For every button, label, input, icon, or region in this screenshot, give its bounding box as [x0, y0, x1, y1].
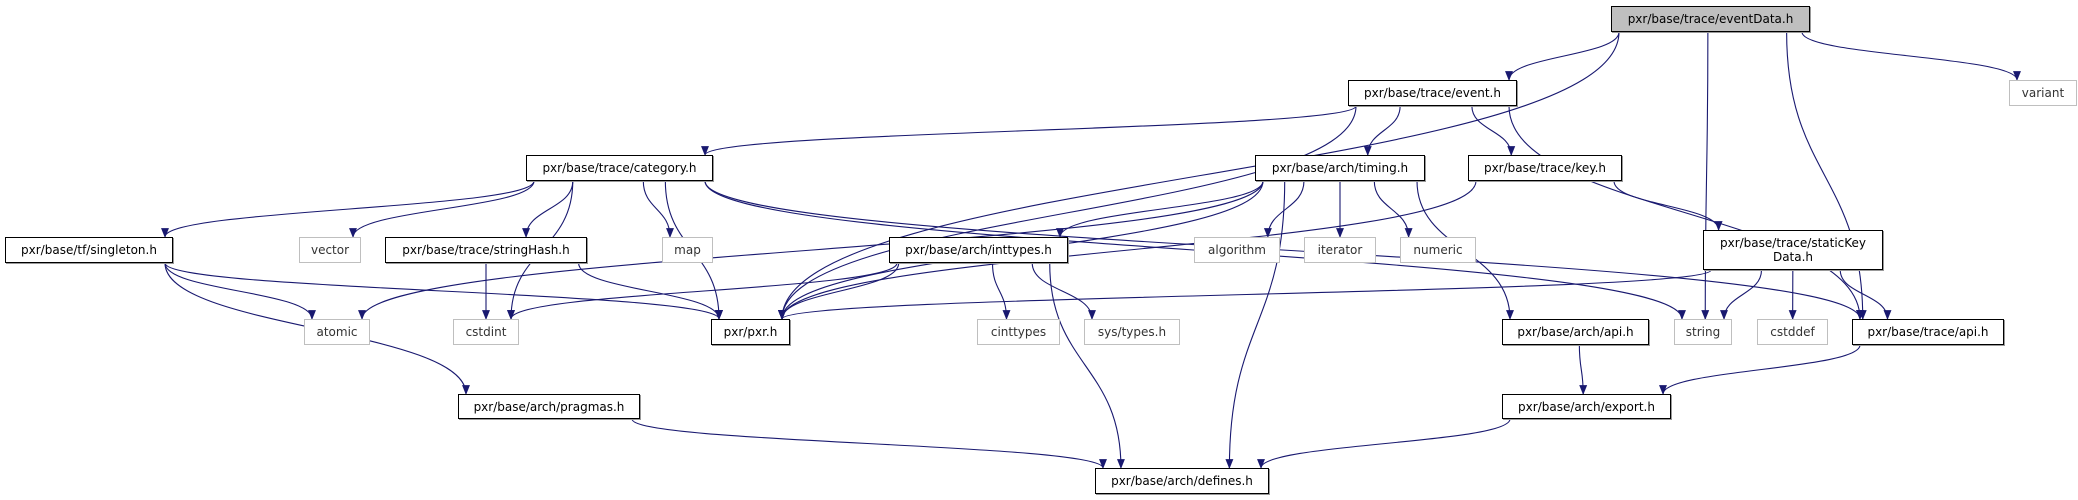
node-label: map	[674, 243, 701, 257]
node-string: string	[1674, 319, 1732, 345]
edge-timing-to-atomic	[358, 180, 1264, 320]
node-label: pxr/base/trace/eventData.h	[1627, 12, 1794, 26]
node-cstddef: cstddef	[1757, 319, 1828, 345]
edge-key-to-staticKeyData	[1613, 180, 1723, 231]
node-defines[interactable]: pxr/base/arch/defines.h	[1095, 468, 1269, 494]
node-label: pxr/base/trace/key.h	[1483, 161, 1607, 175]
node-label: string	[1685, 325, 1721, 339]
edge-category-to-map	[642, 180, 674, 238]
edge-archapi-to-export	[1578, 344, 1588, 395]
edge-timing-to-algorithm	[1263, 180, 1305, 238]
edge-inttypes-to-cstdint	[507, 262, 898, 320]
edge-key-to-pxr	[778, 180, 1477, 320]
edge-inttypes-to-cinttypes	[991, 262, 1011, 320]
node-label: pxr/base/trace/staticKey Data.h	[1719, 236, 1867, 264]
edge-event-to-category	[701, 105, 1357, 156]
edge-inttypes-to-systypes	[1031, 262, 1096, 320]
edge-category-to-stringHash	[522, 180, 574, 238]
edge-export-to-defines	[1257, 418, 1511, 469]
node-label: cstdint	[465, 325, 507, 339]
node-key[interactable]: pxr/base/trace/key.h	[1468, 155, 1622, 181]
node-timing[interactable]: pxr/base/arch/timing.h	[1255, 155, 1425, 181]
node-eventData[interactable]: pxr/base/trace/eventData.h	[1611, 6, 1810, 32]
node-cinttypes: cinttypes	[977, 319, 1060, 345]
edge-timing-to-defines	[1225, 180, 1286, 469]
node-label: pxr/base/arch/api.h	[1517, 325, 1634, 339]
edge-pragmas-to-defines	[631, 418, 1107, 469]
edge-staticKeyData-to-string	[1720, 269, 1763, 320]
node-atomic: atomic	[304, 319, 370, 345]
edge-staticKeyData-to-traceapi	[1839, 269, 1892, 320]
node-numeric: numeric	[1400, 237, 1476, 263]
node-variant: variant	[2009, 80, 2077, 106]
node-stringHash[interactable]: pxr/base/trace/stringHash.h	[385, 237, 587, 263]
node-inttypes[interactable]: pxr/base/arch/inttypes.h	[889, 237, 1068, 263]
node-label: variant	[2021, 86, 2065, 100]
node-pragmas[interactable]: pxr/base/arch/pragmas.h	[458, 394, 640, 419]
edge-stringHash-to-pxr	[578, 262, 723, 320]
node-label: pxr/pxr.h	[723, 325, 778, 339]
edge-event-to-pxr	[778, 105, 1357, 320]
node-label: pxr/base/arch/defines.h	[1111, 474, 1253, 488]
edge-eventData-to-traceapi	[1786, 31, 1867, 320]
node-export[interactable]: pxr/base/arch/export.h	[1502, 394, 1671, 419]
node-singleton[interactable]: pxr/base/tf/singleton.h	[5, 237, 173, 263]
edge-event-to-key	[1471, 105, 1516, 156]
edge-category-to-singleton	[161, 180, 535, 238]
edge-eventData-to-variant	[1801, 31, 2021, 81]
edge-singleton-to-pxr	[164, 262, 723, 320]
edge-inttypes-to-defines	[1049, 262, 1125, 469]
node-label: cstddef	[1770, 325, 1815, 339]
node-map: map	[662, 237, 713, 263]
node-label: pxr/base/arch/timing.h	[1271, 161, 1409, 175]
node-algorithm: algorithm	[1194, 237, 1280, 263]
edge-eventData-to-pxr	[778, 31, 1620, 320]
node-category[interactable]: pxr/base/trace/category.h	[526, 155, 713, 181]
node-vector: vector	[299, 237, 361, 263]
edge-singleton-to-atomic	[164, 262, 316, 320]
node-label: pxr/base/tf/singleton.h	[21, 243, 157, 257]
node-iterator: iterator	[1304, 237, 1376, 263]
edge-timing-to-numeric	[1373, 180, 1413, 238]
node-label: pxr/base/arch/pragmas.h	[473, 399, 625, 414]
node-label: pxr/base/trace/category.h	[542, 161, 697, 175]
edge-timing-to-inttypes	[1056, 180, 1264, 238]
edge-eventData-to-string	[1701, 31, 1710, 320]
node-label: pxr/base/arch/inttypes.h	[905, 243, 1052, 257]
node-label: algorithm	[1208, 243, 1266, 257]
node-label: sys/types.h	[1097, 325, 1167, 339]
edge-event-to-traceapi	[1508, 105, 1864, 320]
node-label: pxr/base/trace/api.h	[1867, 325, 1989, 339]
node-label: cinttypes	[990, 325, 1047, 339]
node-event[interactable]: pxr/base/trace/event.h	[1348, 80, 1517, 106]
node-label: atomic	[316, 325, 358, 339]
edge-traceapi-to-export	[1659, 344, 1861, 395]
node-cstdint: cstdint	[453, 319, 519, 345]
node-staticKeyData[interactable]: pxr/base/trace/staticKey Data.h	[1703, 230, 1883, 270]
edge-event-to-timing	[1363, 105, 1401, 156]
node-label: pxr/base/arch/export.h	[1518, 399, 1655, 414]
edge-inttypes-to-pxr	[778, 262, 900, 320]
node-label: numeric	[1413, 243, 1463, 257]
node-pxr[interactable]: pxr/pxr.h	[711, 319, 790, 345]
node-label: pxr/base/trace/event.h	[1364, 86, 1501, 100]
edge-category-to-string	[704, 180, 1686, 320]
node-label: pxr/base/trace/stringHash.h	[402, 243, 570, 257]
edge-category-to-vector	[349, 180, 535, 238]
edge-eventData-to-event	[1505, 31, 1620, 81]
edge-category-to-traceapi	[704, 180, 1864, 320]
node-traceapi[interactable]: pxr/base/trace/api.h	[1852, 319, 2004, 345]
node-label: vector	[310, 243, 350, 257]
node-systypes: sys/types.h	[1084, 319, 1180, 345]
node-label: iterator	[1317, 243, 1363, 257]
edge-staticKeyData-to-pxr	[778, 269, 1712, 320]
node-archapi[interactable]: pxr/base/arch/api.h	[1502, 319, 1649, 345]
